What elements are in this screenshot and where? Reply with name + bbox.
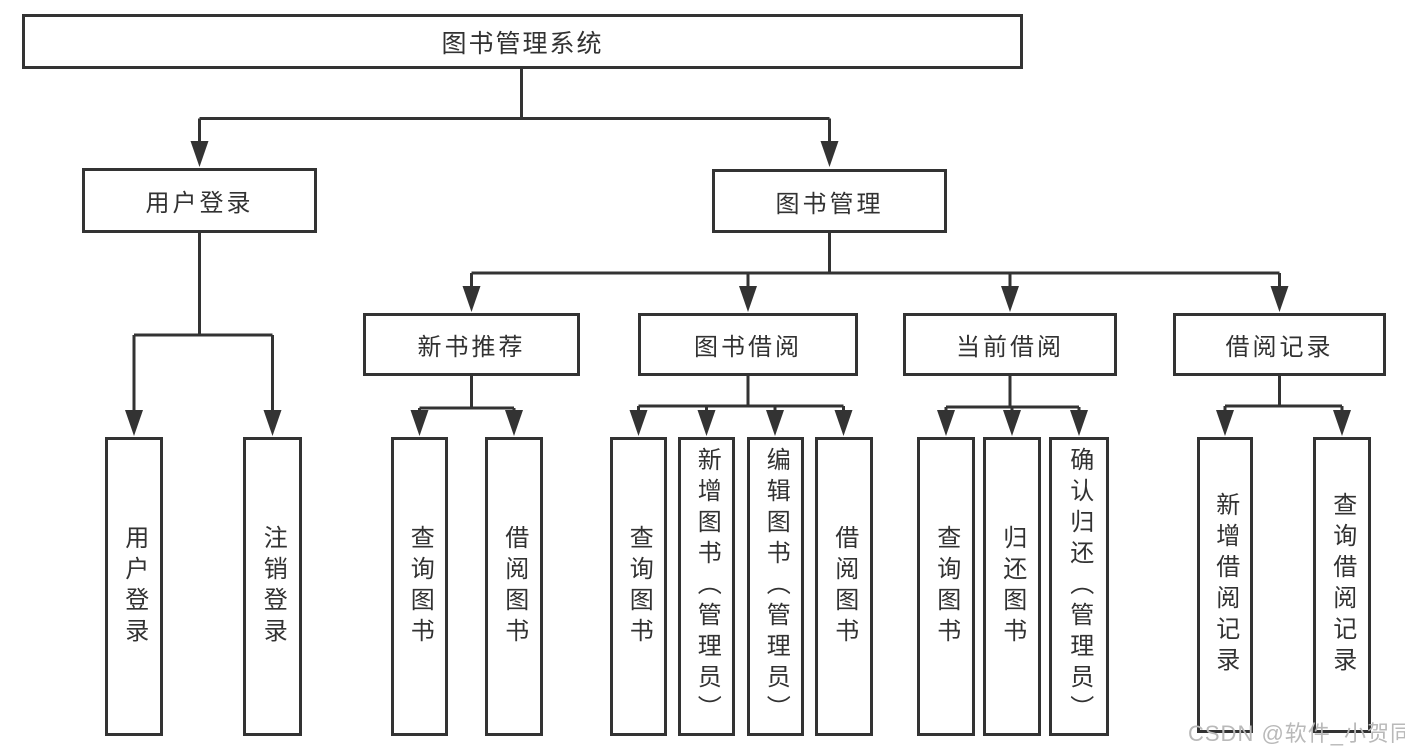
arrow-to-leaf-logout — [263, 410, 282, 436]
connector-new-books-to-leaves — [418, 376, 516, 414]
leaf-nb-query-books: 查询图书 — [391, 437, 448, 736]
leaf-cb-query-books: 查询图书 — [917, 437, 975, 736]
connector-user-login-to-leaves — [132, 233, 274, 416]
leaf-nb-borrow-books-label: 借阅图书 — [500, 524, 528, 649]
connector-book-mgmt-to-level3 — [470, 233, 1281, 290]
node-current-borrow-label: 当前借阅 — [956, 334, 1064, 361]
arrow-to-leaf-cb-return — [1003, 410, 1021, 436]
leaf-logout-label: 注销登录 — [259, 524, 287, 649]
leaf-br-query-record-label: 查询借阅记录 — [1328, 492, 1356, 678]
connector-root-to-level2 — [198, 69, 831, 150]
arrow-to-book-mgmt — [820, 141, 839, 167]
leaf-bb-query-books: 查询图书 — [610, 437, 667, 736]
watermark: CSDN @软件_小贺同学 — [1188, 721, 1405, 746]
leaf-cb-return-books: 归还图书 — [983, 437, 1041, 736]
arrow-to-leaf-cb-confirm — [1070, 410, 1088, 436]
leaf-bb-add-books-admin: 新增图书（管理员） — [678, 437, 735, 736]
arrow-to-user-login — [190, 141, 209, 167]
node-new-books: 新书推荐 — [363, 313, 580, 376]
leaf-br-add-record: 新增借阅记录 — [1197, 437, 1253, 733]
leaf-bb-add-books-admin-label: 新增图书（管理员） — [693, 447, 721, 726]
connector-borrow-records-to-leaves — [1223, 376, 1344, 414]
arrow-to-leaf-bb-edit — [766, 410, 784, 436]
arrow-to-leaf-cb-query — [937, 410, 955, 436]
arrow-to-borrow-records — [1270, 286, 1289, 312]
leaf-bb-query-books-label: 查询图书 — [625, 524, 653, 649]
arrow-to-leaf-bb-query — [629, 410, 648, 436]
arrow-to-book-borrow — [739, 286, 757, 312]
arrow-to-leaf-bb-borrow — [834, 410, 853, 436]
leaf-bb-borrow-books-label: 借阅图书 — [830, 524, 858, 649]
node-root-label: 图书管理系统 — [441, 29, 604, 58]
arrow-to-leaf-br-query — [1333, 410, 1351, 436]
leaf-cb-return-books-label: 归还图书 — [998, 524, 1026, 649]
node-user-login-label: 用户登录 — [145, 190, 254, 217]
leaf-nb-query-books-label: 查询图书 — [406, 524, 434, 649]
arrow-to-leaf-br-add — [1216, 410, 1234, 436]
node-new-books-label: 新书推荐 — [417, 334, 526, 361]
node-book-borrow-label: 图书借阅 — [694, 334, 802, 361]
arrow-to-current-borrow — [1001, 286, 1019, 312]
node-user-login: 用户登录 — [82, 168, 317, 233]
leaf-cb-query-books-label: 查询图书 — [932, 524, 960, 649]
node-borrow-records-label: 借阅记录 — [1225, 334, 1334, 361]
node-book-borrow: 图书借阅 — [638, 313, 858, 376]
node-book-mgmt-label: 图书管理 — [775, 190, 884, 218]
node-root: 图书管理系统 — [22, 14, 1023, 69]
leaf-user-login-label: 用户登录 — [120, 524, 148, 649]
arrow-to-leaf-user-login — [125, 410, 143, 436]
leaf-user-login: 用户登录 — [105, 437, 163, 736]
leaf-cb-confirm-return-admin-label: 确认归还（管理员） — [1065, 447, 1093, 726]
leaf-nb-borrow-books: 借阅图书 — [485, 437, 543, 736]
arrow-to-leaf-nb-query — [410, 410, 429, 436]
leaf-logout: 注销登录 — [243, 437, 302, 736]
leaf-br-add-record-label: 新增借阅记录 — [1211, 492, 1239, 678]
arrow-to-new-books — [462, 286, 481, 312]
leaf-bb-borrow-books: 借阅图书 — [815, 437, 873, 736]
arrow-to-leaf-nb-borrow — [505, 410, 523, 436]
arrow-to-leaf-bb-add — [697, 410, 716, 436]
leaf-bb-edit-books-admin: 编辑图书（管理员） — [747, 437, 804, 736]
arrowheads — [125, 141, 1351, 436]
leaf-bb-edit-books-admin-label: 编辑图书（管理员） — [762, 447, 790, 726]
node-borrow-records: 借阅记录 — [1173, 313, 1386, 376]
leaf-cb-confirm-return-admin: 确认归还（管理员） — [1049, 437, 1109, 736]
leaf-br-query-record: 查询借阅记录 — [1313, 437, 1371, 733]
connector-book-borrow-to-leaves — [637, 376, 845, 414]
node-book-mgmt: 图书管理 — [712, 169, 947, 233]
node-current-borrow: 当前借阅 — [903, 313, 1117, 376]
connector-current-borrow-to-leaves — [944, 376, 1081, 414]
